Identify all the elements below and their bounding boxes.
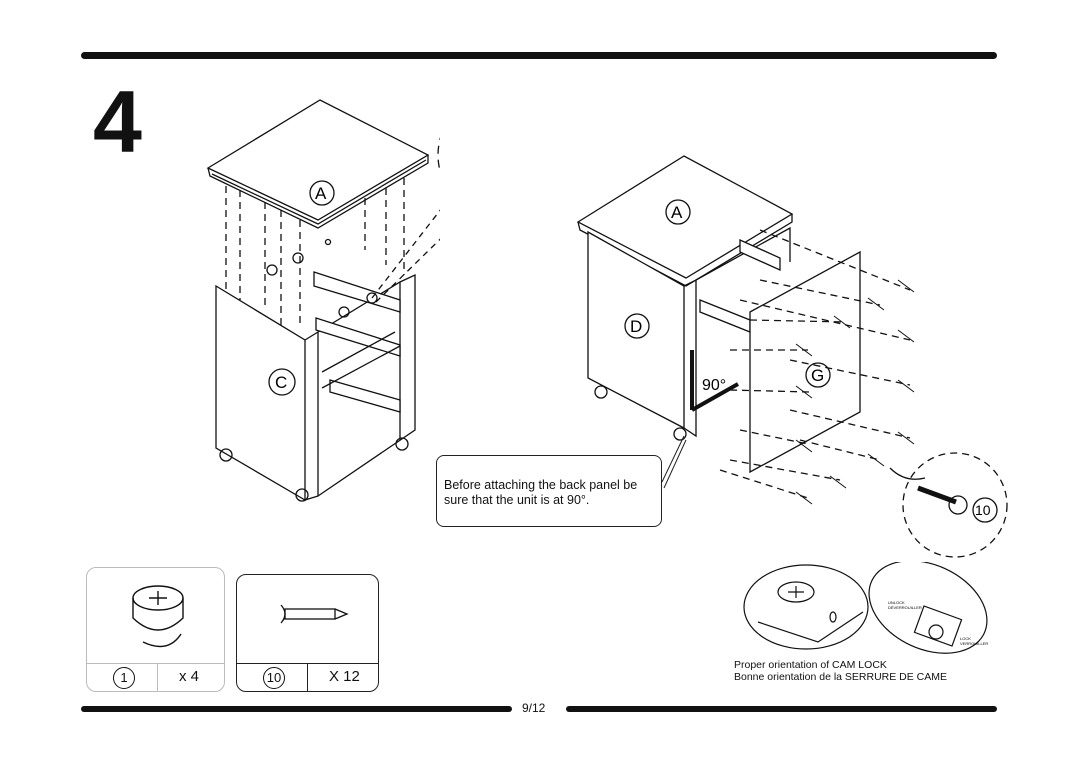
panel-label-d: D (630, 317, 642, 336)
page-number: 9/12 (522, 701, 546, 715)
cam-lock-icon (132, 585, 184, 648)
note-line-2: sure that the unit is at 90°. (444, 493, 590, 507)
part-card-cam-lock: 1 x 4 (86, 567, 225, 692)
cabinet-exploded-illustration: 1 A C (206, 99, 440, 502)
cabinet-back-panel-illustration: A D G 90° 10 (576, 155, 1008, 558)
top-rule (81, 52, 997, 59)
orientation-caption: Proper orientation of CAM LOCK Bonne ori… (734, 659, 948, 683)
orientation-caption-fr: Bonne orientation de la SERRURE DE CAME (734, 670, 948, 683)
cam-detail-lock-fr: VERROUILLER (960, 641, 988, 646)
cam-detail-lock: LOCK (960, 636, 971, 641)
cam-orientation-illustration: UNLOCK DÉVERROUILLER LOCK VERROUILLER (743, 562, 988, 654)
orientation-caption-en: Proper orientation of CAM LOCK (734, 659, 887, 671)
panel-label-g: G (811, 366, 824, 385)
part-number-screw: 10 (263, 667, 285, 689)
panel-label-a-right: A (671, 203, 683, 222)
bottom-rule-left (81, 706, 512, 712)
part-quantity-cam: x 4 (179, 668, 200, 685)
note-pointer (661, 435, 687, 489)
note-box: Before attaching the back panel be sure … (436, 455, 662, 527)
callout-screw-number: 10 (975, 502, 991, 518)
angle-label: 90° (702, 377, 726, 394)
screw-icon (280, 604, 349, 624)
part-quantity-screw: X 12 (329, 668, 360, 685)
step-number: 4 (93, 72, 142, 171)
bottom-rule-right (566, 706, 997, 712)
cam-detail-unlock: UNLOCK (888, 600, 905, 605)
panel-label-a: A (315, 184, 327, 203)
cam-detail-unlock-fr: DÉVERROUILLER (888, 605, 922, 610)
note-line-1: Before attaching the back panel be (444, 478, 638, 492)
panel-label-c: C (275, 373, 287, 392)
part-card-screw: 10 X 12 (236, 574, 379, 692)
part-number-cam: 1 (113, 667, 135, 689)
